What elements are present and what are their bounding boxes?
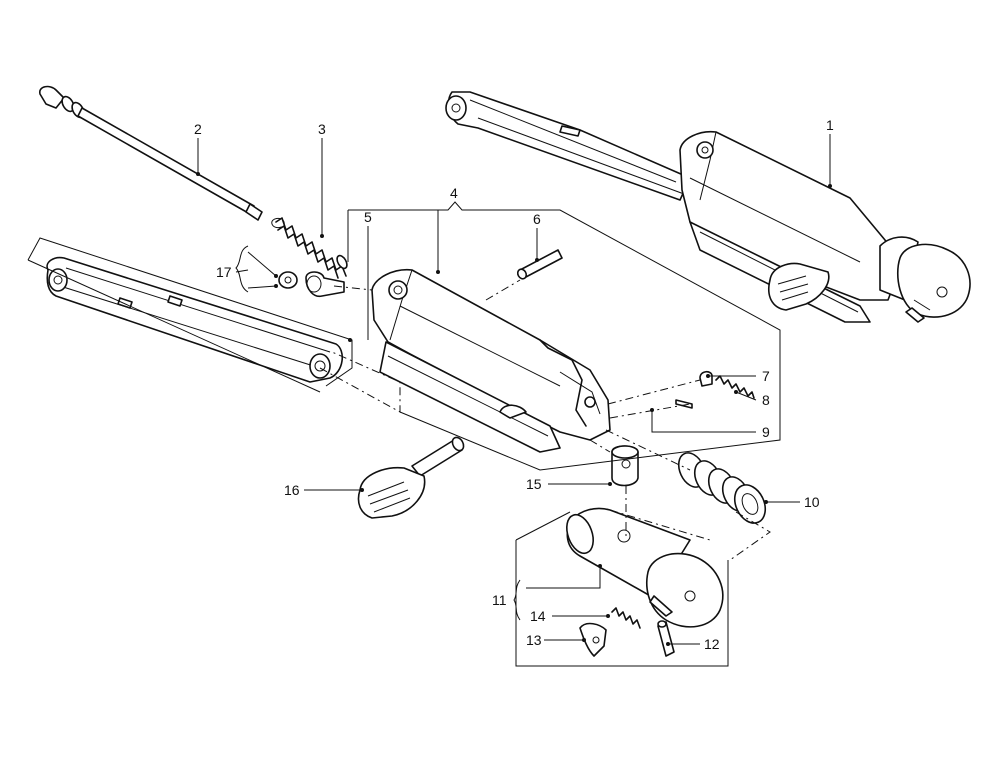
part-1-assembled-unit [445,91,971,323]
part-6-pin [516,249,563,280]
part-5-arm [46,256,343,383]
callout-10: 10 [804,494,820,510]
callout-6: 6 [533,211,541,227]
part-16-grip-handle [357,436,465,519]
callout-15: 15 [526,476,542,492]
callout-13: 13 [526,632,542,648]
alignment-lines [319,279,771,561]
callout-9: 9 [762,424,770,440]
callout-5: 5 [364,209,372,225]
part-10-large-spring [677,452,767,524]
callout-4: 4 [450,185,458,201]
callout-12: 12 [704,636,720,652]
callout-3: 3 [318,121,326,137]
callout-7: 7 [762,368,770,384]
callout-8: 8 [762,392,770,408]
part-2-rod [39,85,263,221]
callout-1: 1 [826,117,834,133]
leader-lines [197,134,831,645]
part-3-spring [271,217,348,279]
callout-16: 16 [284,482,300,498]
callout-labels: 2 3 4 5 6 1 7 8 9 10 11 12 13 14 15 16 1… [194,117,834,652]
part-11-cylinder-assembly [566,507,724,628]
callout-17: 17 [216,264,232,280]
parts-12-13-14-small-pieces [579,607,675,657]
parts-7-8-9-small-pieces [675,370,755,409]
part-17-washers [278,271,345,298]
part-4-housing [371,268,611,453]
part-15-block [611,445,639,487]
callout-2: 2 [194,121,202,137]
callout-11: 11 [492,592,507,608]
leader-dots [196,172,832,646]
callout-14: 14 [530,608,546,624]
